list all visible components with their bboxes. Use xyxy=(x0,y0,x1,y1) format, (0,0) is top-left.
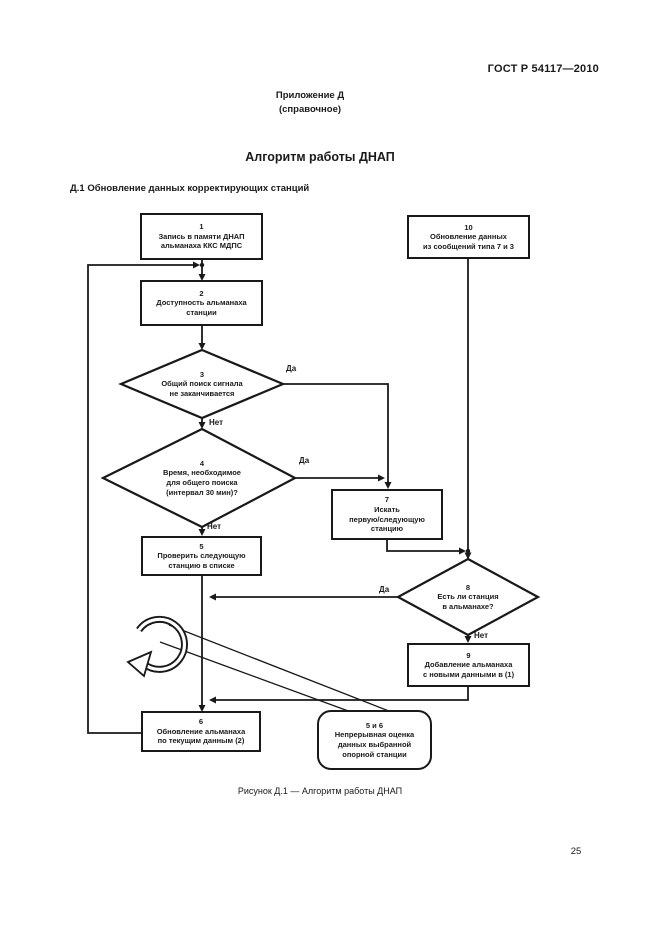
decision-shapes xyxy=(100,348,541,637)
process-node-7: 7 Искать первую/следующую станцию xyxy=(331,489,443,540)
branch-label-no-8: Нет xyxy=(474,631,489,640)
decision-8-shape xyxy=(395,557,541,637)
branch-label-yes-4: Да xyxy=(299,456,310,465)
loop-arrow-icon xyxy=(126,615,188,678)
annex-note: (справочное) xyxy=(278,104,342,115)
branch-label-no-4: Нет xyxy=(207,522,222,531)
callout-node-5-6: 5 и 6 Непрерывная оценка данных выбранно… xyxy=(317,710,432,770)
branch-label-yes-3: Да xyxy=(286,364,297,373)
figure-caption: Рисунок Д.1 — Алгоритм работы ДНАП xyxy=(237,786,403,796)
callout-leader-lines xyxy=(159,624,395,717)
process-node-2: 2 Доступность альманаха станции xyxy=(140,280,263,326)
branch-label-no-3: Нет xyxy=(209,418,224,427)
doc-title: Алгоритм работы ДНАП xyxy=(245,150,395,164)
annex-label: Приложение Д xyxy=(275,90,345,101)
decision-3-shape xyxy=(118,348,286,420)
process-node-6: 6 Обновление альманаха по текущим данным… xyxy=(141,711,261,752)
decision-4-shape xyxy=(100,427,298,529)
doc-code: ГОСТ Р 54117—2010 xyxy=(487,63,599,75)
section-heading: Д.1 Обновление данных корректирующих ста… xyxy=(70,183,310,194)
process-node-5: 5 Проверить следующую станцию в списке xyxy=(141,536,262,576)
page-number: 25 xyxy=(570,846,582,857)
arrowheads xyxy=(193,261,472,712)
process-node-10: 10 Обновление данных из сообщений типа 7… xyxy=(407,215,530,259)
process-node-9: 9 Добавление альманаха с новыми данными … xyxy=(407,643,530,687)
process-node-1: 1 Запись в памяти ДНАП альманаха ККС МДП… xyxy=(140,213,263,260)
branch-label-yes-8: Да xyxy=(379,585,390,594)
